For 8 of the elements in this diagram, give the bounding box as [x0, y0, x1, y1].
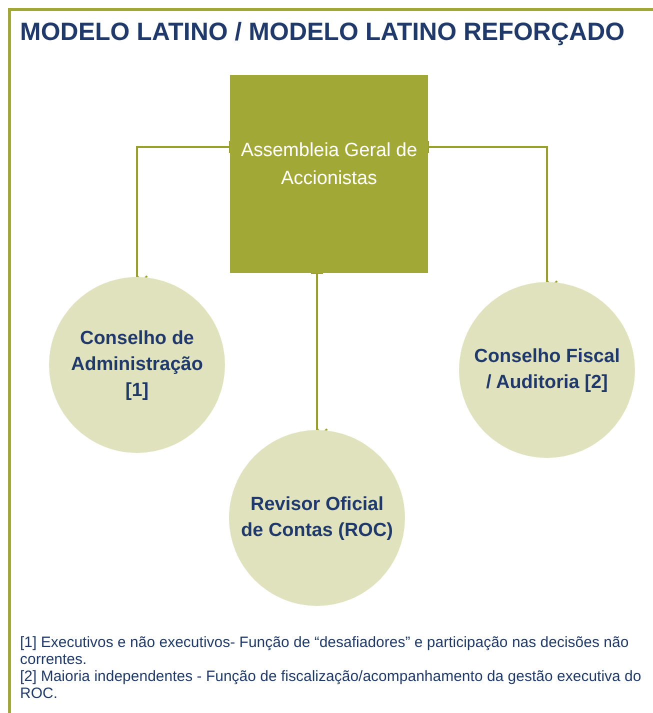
assembly-box [230, 75, 428, 273]
node-label: Conselho de Administração [1] [70, 327, 204, 403]
node-label: Assembleia Geral de Accionistas [240, 139, 418, 191]
node-label: Conselho Fiscal / Auditoria [2] [473, 345, 621, 395]
node-label: Revisor Oficial de Contas (ROC) [240, 493, 394, 543]
footnote: [2] Maioria independentes - Função de fiscalização/acompanhamento da gestão executiva do ROC. [20, 668, 642, 702]
footnote: [1] Executivos e não executivos- Função de “desafiadores” e participação nas decisões não correntes. [20, 634, 630, 668]
title: MODELO LATINO / MODELO LATINO REFORÇADO [20, 17, 625, 48]
